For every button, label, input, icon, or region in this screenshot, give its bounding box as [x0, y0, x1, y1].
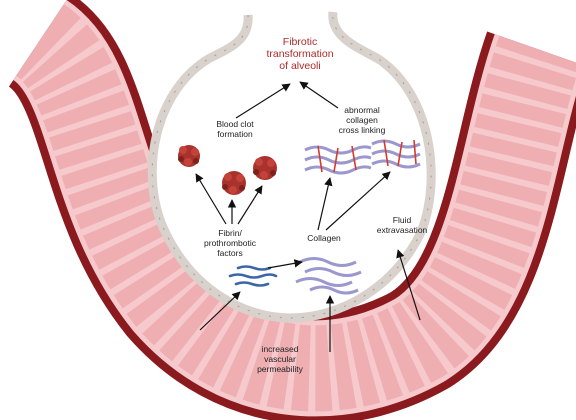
label-fibrin-prothrombotic: Fibrin/ prothrombotic factors [204, 228, 256, 258]
blood-clot-cluster-1 [178, 145, 200, 167]
alveolus-cells [151, 11, 432, 319]
blood-clot-cluster-2 [222, 171, 246, 195]
arrow-fibrin-to-collagen [267, 259, 303, 269]
vessel-lumen [10, 0, 576, 417]
arrow-crosslink-to-title [299, 81, 339, 109]
arrow-fluid-up [396, 249, 421, 321]
arrow-permeability-to-fibrin [199, 291, 241, 331]
label-blood-clot-formation: Blood clot formation [216, 119, 254, 139]
arrow-fibrin-to-clot1 [195, 173, 227, 225]
collagen-fibers [295, 257, 362, 295]
blood-clot-cluster-3 [253, 156, 277, 180]
crosslinked-collagen-2 [371, 139, 421, 169]
label-collagen: Collagen [307, 233, 341, 243]
arrow-fibrin-to-clot3 [237, 185, 263, 225]
label-increased-vascular-permeability: increased vascular permeability [257, 344, 303, 374]
crosslinked-collagen-1 [304, 145, 372, 175]
arrow-collagen-to-crosslink1 [317, 177, 333, 231]
arrow-collagen-to-crosslink2 [325, 171, 391, 231]
label-fluid-extravasation: Fluid extravasation [376, 215, 428, 235]
fibrin-strands [228, 265, 278, 287]
alveolus [147, 11, 436, 323]
fibrotic-transformation-title: Fibrotic transformation of alveoli [266, 36, 334, 72]
blood-vessel [5, 0, 576, 420]
label-abnormal-collagen: abnormal collagen cross linking [338, 105, 386, 135]
process-arrows [195, 81, 421, 352]
arrow-clot-to-title [235, 83, 291, 119]
endothelium-outer [13, 4, 576, 412]
